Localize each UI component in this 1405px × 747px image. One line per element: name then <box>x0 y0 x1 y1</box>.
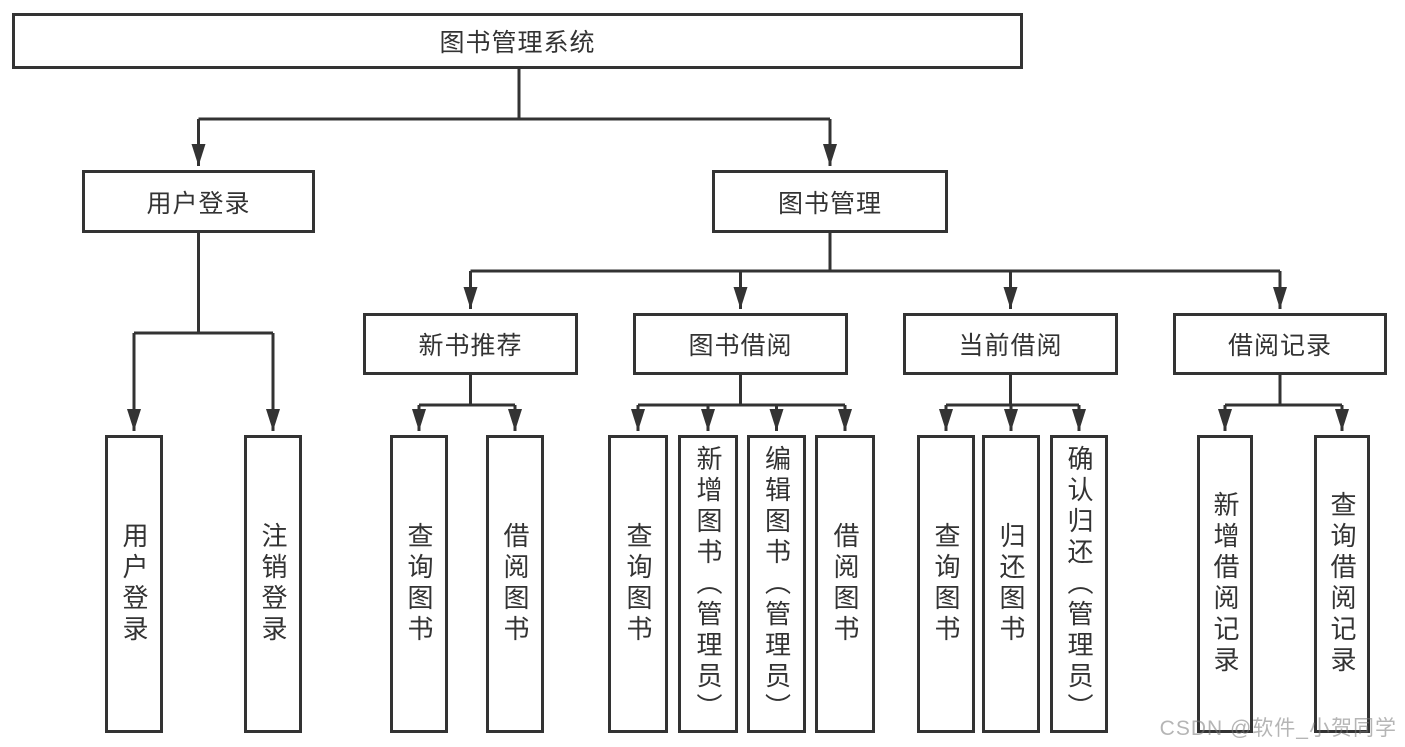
leaf-add-books-admin: 新增图书（管理员） <box>678 435 738 733</box>
node-label: 当前借阅 <box>958 332 1063 360</box>
node-label: 归还图书 <box>996 522 1026 646</box>
node-label: 图书管理系统 <box>439 29 596 57</box>
leaf-query-books: 查询图书 <box>608 435 668 733</box>
node-label: 借阅图书 <box>500 522 530 646</box>
node-label: 用户登录 <box>119 522 149 646</box>
node-label: 确认归还（管理员） <box>1064 444 1094 724</box>
leaf-query-books: 查询图书 <box>917 435 975 733</box>
node-label: 图书管理 <box>777 189 882 218</box>
leaf-borrow-books: 借阅图书 <box>486 435 544 733</box>
node-label: 查询图书 <box>931 522 961 646</box>
node-current-borrowing: 当前借阅 <box>903 313 1118 375</box>
node-book-borrowing: 图书借阅 <box>633 313 848 375</box>
node-label: 新增借阅记录 <box>1210 491 1240 677</box>
leaf-return-books: 归还图书 <box>982 435 1040 733</box>
csdn-watermark: CSDN @软件_小贺同学 <box>1159 717 1397 740</box>
node-user-login: 用户登录 <box>82 170 315 233</box>
node-label: 借阅图书 <box>830 522 860 646</box>
leaf-add-borrow-record: 新增借阅记录 <box>1197 435 1253 733</box>
leaf-logout: 注销登录 <box>244 435 302 733</box>
node-label: 借阅记录 <box>1227 332 1332 360</box>
leaf-confirm-return-admin: 确认归还（管理员） <box>1050 435 1108 733</box>
node-label: 用户登录 <box>146 189 251 218</box>
leaf-edit-books-admin: 编辑图书（管理员） <box>747 435 806 733</box>
node-book-management: 图书管理 <box>712 170 948 233</box>
node-borrowing-records: 借阅记录 <box>1173 313 1387 375</box>
leaf-borrow-books: 借阅图书 <box>815 435 875 733</box>
node-new-book-recommendation: 新书推荐 <box>363 313 578 375</box>
node-label: 新书推荐 <box>418 332 523 360</box>
node-label: 查询图书 <box>623 522 653 646</box>
leaf-user-login: 用户登录 <box>105 435 163 733</box>
node-label: 编辑图书（管理员） <box>761 444 792 724</box>
leaf-query-borrow-record: 查询借阅记录 <box>1314 435 1370 733</box>
node-label: 新增图书（管理员） <box>693 444 723 724</box>
leaf-query-books: 查询图书 <box>390 435 448 733</box>
node-label: 查询借阅记录 <box>1327 491 1357 677</box>
node-library-management-system: 图书管理系统 <box>12 13 1023 69</box>
node-label: 查询图书 <box>404 522 434 646</box>
node-label: 注销登录 <box>258 522 288 646</box>
node-label: 图书借阅 <box>688 332 793 360</box>
